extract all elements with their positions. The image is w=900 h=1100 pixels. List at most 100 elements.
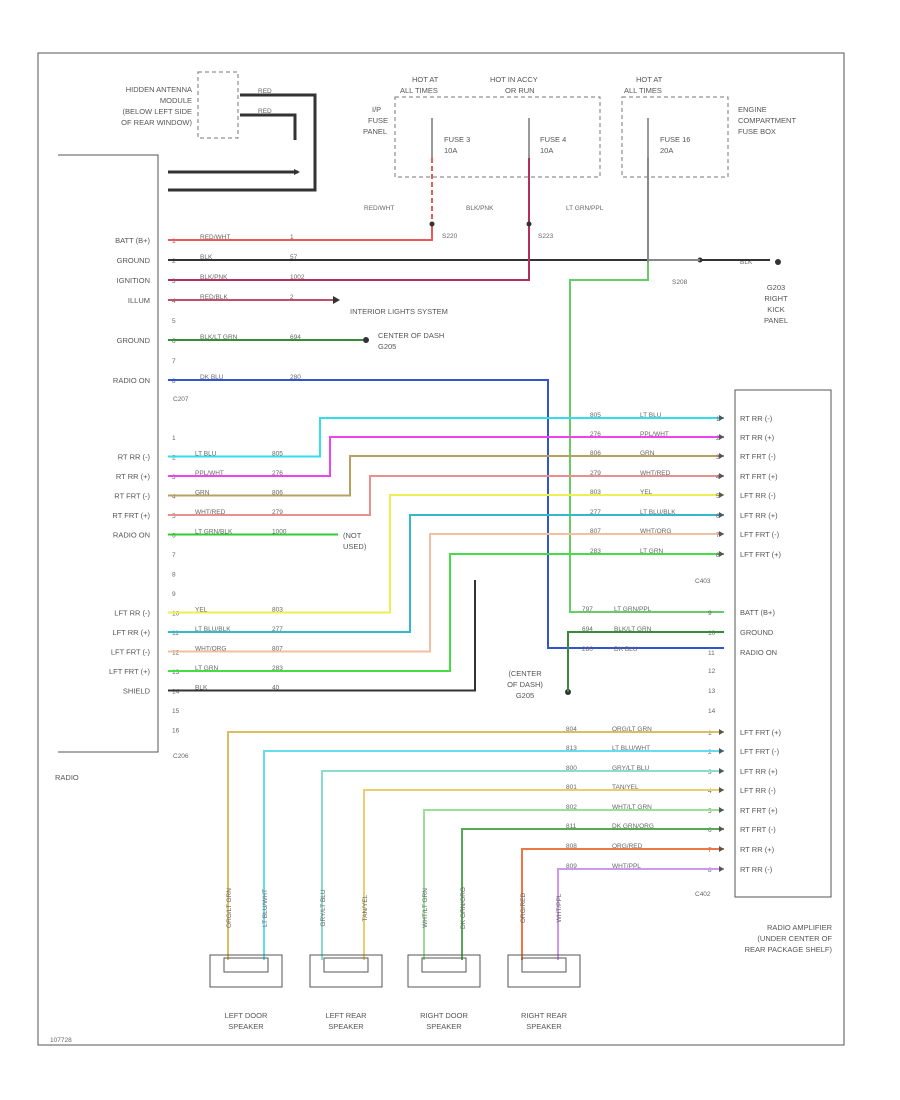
amplifier-label-line: REAR PACKAGE SHELF) bbox=[745, 945, 833, 954]
pin-number: 13 bbox=[708, 688, 716, 695]
speaker-label: RIGHT REAR bbox=[521, 1011, 568, 1020]
pin-number: 8 bbox=[716, 552, 720, 559]
pin-number: 6 bbox=[172, 338, 176, 345]
wire-color: YEL bbox=[640, 489, 653, 496]
circuit-number: 694 bbox=[582, 626, 593, 633]
pin-number: 14 bbox=[172, 689, 180, 696]
pin-number: 7 bbox=[716, 532, 720, 539]
ground-icon bbox=[775, 259, 781, 265]
amp-connector-bottom: C402 bbox=[695, 891, 711, 898]
pin-number: 3 bbox=[708, 769, 712, 776]
circuit-number: 1000 bbox=[272, 529, 287, 536]
pin-name: BATT (B+) bbox=[115, 236, 150, 245]
circuit-number: 280 bbox=[582, 646, 593, 653]
wire bbox=[168, 224, 530, 281]
wire-label: LT GRN/PPL bbox=[566, 205, 604, 212]
pin-number: 14 bbox=[708, 708, 716, 715]
engine-fuse-box bbox=[621, 96, 729, 178]
pin-number: 6 bbox=[716, 513, 720, 520]
wire-color: GRY/LT BLU bbox=[612, 765, 650, 772]
wire-color: PPL/WHT bbox=[640, 431, 669, 438]
hot-at-label: ALL TIMES bbox=[400, 86, 438, 95]
wire bbox=[168, 224, 433, 241]
circuit-number: 808 bbox=[566, 843, 577, 850]
speaker-wire-label: ORG/RED bbox=[520, 893, 527, 924]
arrow-icon bbox=[719, 807, 724, 813]
wire-label: RED bbox=[258, 108, 272, 115]
splice-label: S208 bbox=[672, 279, 688, 286]
center-of-dash-2: (CENTER OF DASH) G205 bbox=[507, 669, 543, 700]
fuse-label: FUSE 3 bbox=[444, 135, 470, 144]
pin-number: 16 bbox=[172, 728, 180, 735]
ground-right-line: KICK bbox=[767, 305, 785, 314]
pin-number: 3 bbox=[172, 278, 176, 285]
speaker-wire-label: WHT/LT GRN bbox=[422, 888, 429, 928]
hot-at-label: HOT AT bbox=[636, 75, 663, 84]
fuse-label: FUSE 4 bbox=[540, 135, 566, 144]
speaker-cone bbox=[223, 957, 269, 973]
radio-box bbox=[58, 154, 159, 753]
wire-color: WHT/ORG bbox=[195, 646, 226, 653]
pin-number: 5 bbox=[708, 808, 712, 815]
wire-color: YEL bbox=[195, 607, 208, 614]
ground-right-label: G203 RIGHT KICK PANEL bbox=[764, 283, 788, 325]
wire bbox=[168, 553, 724, 672]
wire-color: LT GRN/BLK bbox=[195, 529, 233, 536]
ground-right-line: G203 bbox=[767, 283, 785, 292]
wire bbox=[227, 731, 724, 960]
circuit-number: 807 bbox=[272, 646, 283, 653]
splice-dot bbox=[526, 221, 532, 227]
ip-fuse-panel-box bbox=[394, 96, 601, 178]
engine-fuse-label: ENGINE bbox=[738, 105, 767, 114]
wire-color: PPL/WHT bbox=[195, 470, 224, 477]
circuit-number: 803 bbox=[590, 489, 601, 496]
pin-number: 15 bbox=[172, 708, 180, 715]
wire bbox=[423, 809, 724, 960]
circuit-number: 801 bbox=[566, 784, 577, 791]
amp-pin-name: LFT FRT (+) bbox=[740, 550, 782, 559]
arrow-icon bbox=[719, 473, 724, 479]
arrow-icon bbox=[719, 866, 724, 872]
pin-name: RADIO ON bbox=[113, 531, 150, 540]
pin-number: 5 bbox=[172, 513, 176, 520]
arrow-icon bbox=[719, 551, 724, 557]
pin-name: ILLUM bbox=[128, 296, 150, 305]
speaker-wire-label: GRY/LT BLU bbox=[320, 889, 327, 927]
circuit-number: 1 bbox=[290, 234, 294, 241]
speaker-label: RIGHT DOOR bbox=[420, 1011, 468, 1020]
wire bbox=[168, 494, 724, 614]
amp-pin-name: RT RR (+) bbox=[740, 845, 775, 854]
wire bbox=[461, 828, 724, 960]
circuit-number: 694 bbox=[290, 334, 301, 341]
circuit-number: 279 bbox=[590, 470, 601, 477]
pin-number: 4 bbox=[708, 788, 712, 795]
pin-name: LFT FRT (+) bbox=[109, 667, 151, 676]
wire-color: GRN bbox=[640, 450, 655, 457]
amplifier-label-line: RADIO AMPLIFIER bbox=[767, 923, 833, 932]
amp-pin-name: RT FRT (+) bbox=[740, 806, 778, 815]
speaker-label: SPEAKER bbox=[426, 1022, 462, 1031]
pin-number: 11 bbox=[708, 650, 715, 657]
wire-color: LT BLU/BLK bbox=[195, 626, 231, 633]
hot-at-label: ALL TIMES bbox=[624, 86, 662, 95]
wire-color: BLK bbox=[200, 254, 213, 261]
pin-name: RT FRT (-) bbox=[114, 492, 150, 501]
arrow-icon bbox=[719, 531, 724, 537]
amp-pin-name: RADIO ON bbox=[740, 648, 777, 657]
speaker-wire-label: DK GRN/ORG bbox=[460, 887, 467, 929]
pin-number: 7 bbox=[172, 358, 176, 365]
amp-pin-name: RT FRT (-) bbox=[740, 452, 776, 461]
circuit-number: 805 bbox=[590, 412, 601, 419]
wire-color: WHT/RED bbox=[640, 470, 671, 477]
pin-name: GROUND bbox=[117, 256, 151, 265]
pin-number: 4 bbox=[172, 494, 176, 501]
amp-pin-name: RT RR (+) bbox=[740, 433, 775, 442]
arrow-icon bbox=[719, 787, 724, 793]
pin-name: IGNITION bbox=[117, 276, 150, 285]
pin-number: 2 bbox=[172, 258, 176, 265]
pin-number: 6 bbox=[172, 533, 176, 540]
arrow-icon bbox=[333, 296, 340, 304]
arrow-icon bbox=[719, 826, 724, 832]
pin-number: 2 bbox=[716, 435, 720, 442]
